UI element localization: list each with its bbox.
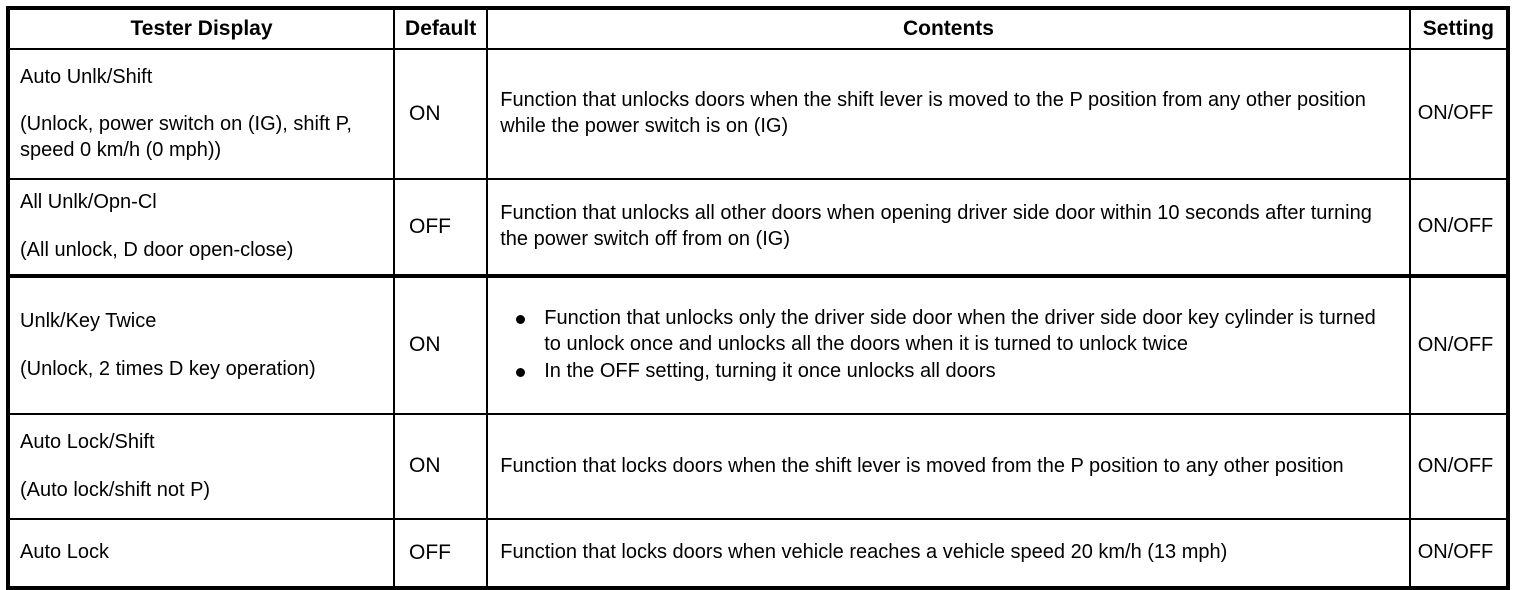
table-header-row: Tester Display Default Contents Setting [6, 7, 1510, 50]
contents-text: Function that unlocks doors when the shi… [500, 89, 1366, 137]
cell-default-value: OFF [393, 178, 489, 277]
column-header-contents: Contents [486, 7, 1411, 50]
tester-display-description: (All unlock, D door open-close) [20, 239, 294, 261]
cell-contents: Function that locks doors when vehicle r… [486, 518, 1411, 589]
table-row: Unlk/Key Twice (Unlock, 2 times D key op… [6, 274, 1510, 415]
cell-setting-value: ON/OFF [1408, 274, 1510, 415]
bullet-icon [516, 368, 526, 378]
default-value: ON [409, 333, 441, 357]
cell-tester-display: All Unlk/Opn-Cl (All unlock, D door open… [6, 178, 396, 277]
cell-tester-display: Auto Lock [6, 518, 396, 589]
column-header-setting: Setting [1408, 7, 1510, 50]
default-value: OFF [409, 540, 452, 564]
cell-contents: Function that unlocks doors when the shi… [486, 48, 1411, 180]
bullet-icon [516, 315, 526, 325]
column-header-default: Default [393, 7, 489, 50]
table-header: Tester Display Default Contents Setting [6, 7, 1510, 50]
setting-value: ON/OFF [1417, 102, 1494, 125]
cell-contents: Function that unlocks only the driver si… [486, 274, 1411, 415]
setting-value: ON/OFF [1417, 215, 1494, 238]
setting-value: ON/OFF [1417, 541, 1494, 564]
customize-function-table: Tester Display Default Contents Setting … [6, 6, 1510, 590]
default-value: ON [409, 101, 441, 125]
column-header-tester-display: Tester Display [6, 7, 396, 50]
tester-display-name: All Unlk/Opn-Cl [20, 191, 157, 214]
cell-tester-display: Auto Unlk/Shift (Unlock, power switch on… [6, 48, 396, 180]
cell-default-value: ON [393, 48, 489, 180]
tester-display-name: Auto Lock/Shift [20, 430, 155, 453]
tester-display-description: (Unlock, 2 times D key operation) [20, 357, 316, 380]
contents-text: Function that locks doors when vehicle r… [500, 541, 1228, 564]
cell-contents: Function that locks doors when the shift… [486, 413, 1411, 520]
table-row: All Unlk/Opn-Cl (All unlock, D door open… [6, 178, 1510, 277]
contents-text: Function that unlocks all other doors wh… [500, 202, 1372, 250]
tester-display-name: Unlk/Key Twice [20, 309, 157, 332]
cell-default-value: ON [393, 413, 489, 520]
cell-contents: Function that unlocks all other doors wh… [486, 178, 1411, 277]
setting-value: ON/OFF [1417, 333, 1494, 356]
default-value: OFF [409, 214, 452, 238]
table-row: Auto Lock/Shift (Auto lock/shift not P) … [6, 413, 1510, 520]
contents-bullet-list: Function that unlocks only the driver si… [500, 306, 1394, 385]
list-item: Function that unlocks only the driver si… [500, 306, 1394, 357]
default-value: ON [409, 454, 441, 478]
table-body: Auto Unlk/Shift (Unlock, power switch on… [6, 48, 1510, 589]
list-item: In the OFF setting, turning it once unlo… [500, 359, 1394, 385]
table-row: Auto Unlk/Shift (Unlock, power switch on… [6, 48, 1510, 180]
cell-setting-value: ON/OFF [1408, 48, 1510, 180]
cell-setting-value: ON/OFF [1408, 178, 1510, 277]
tester-display-name: Auto Lock [20, 541, 109, 564]
setting-value: ON/OFF [1417, 454, 1494, 477]
tester-display-description: (Auto lock/shift not P) [20, 478, 211, 501]
cell-setting-value: ON/OFF [1408, 413, 1510, 520]
tester-display-description: (Unlock, power switch on (IG), shift P, … [20, 113, 352, 161]
tester-display-name: Auto Unlk/Shift [20, 65, 153, 88]
bullet-text: In the OFF setting, turning it once unlo… [544, 360, 996, 383]
table-row: Auto Lock OFF Function that locks doors … [6, 518, 1510, 589]
bullet-text: Function that unlocks only the driver si… [544, 307, 1376, 355]
cell-default-value: ON [393, 274, 489, 415]
contents-text: Function that locks doors when the shift… [500, 454, 1344, 477]
cell-tester-display: Unlk/Key Twice (Unlock, 2 times D key op… [6, 274, 396, 415]
cell-tester-display: Auto Lock/Shift (Auto lock/shift not P) [6, 413, 396, 520]
cell-default-value: OFF [393, 518, 489, 589]
cell-setting-value: ON/OFF [1408, 518, 1510, 589]
